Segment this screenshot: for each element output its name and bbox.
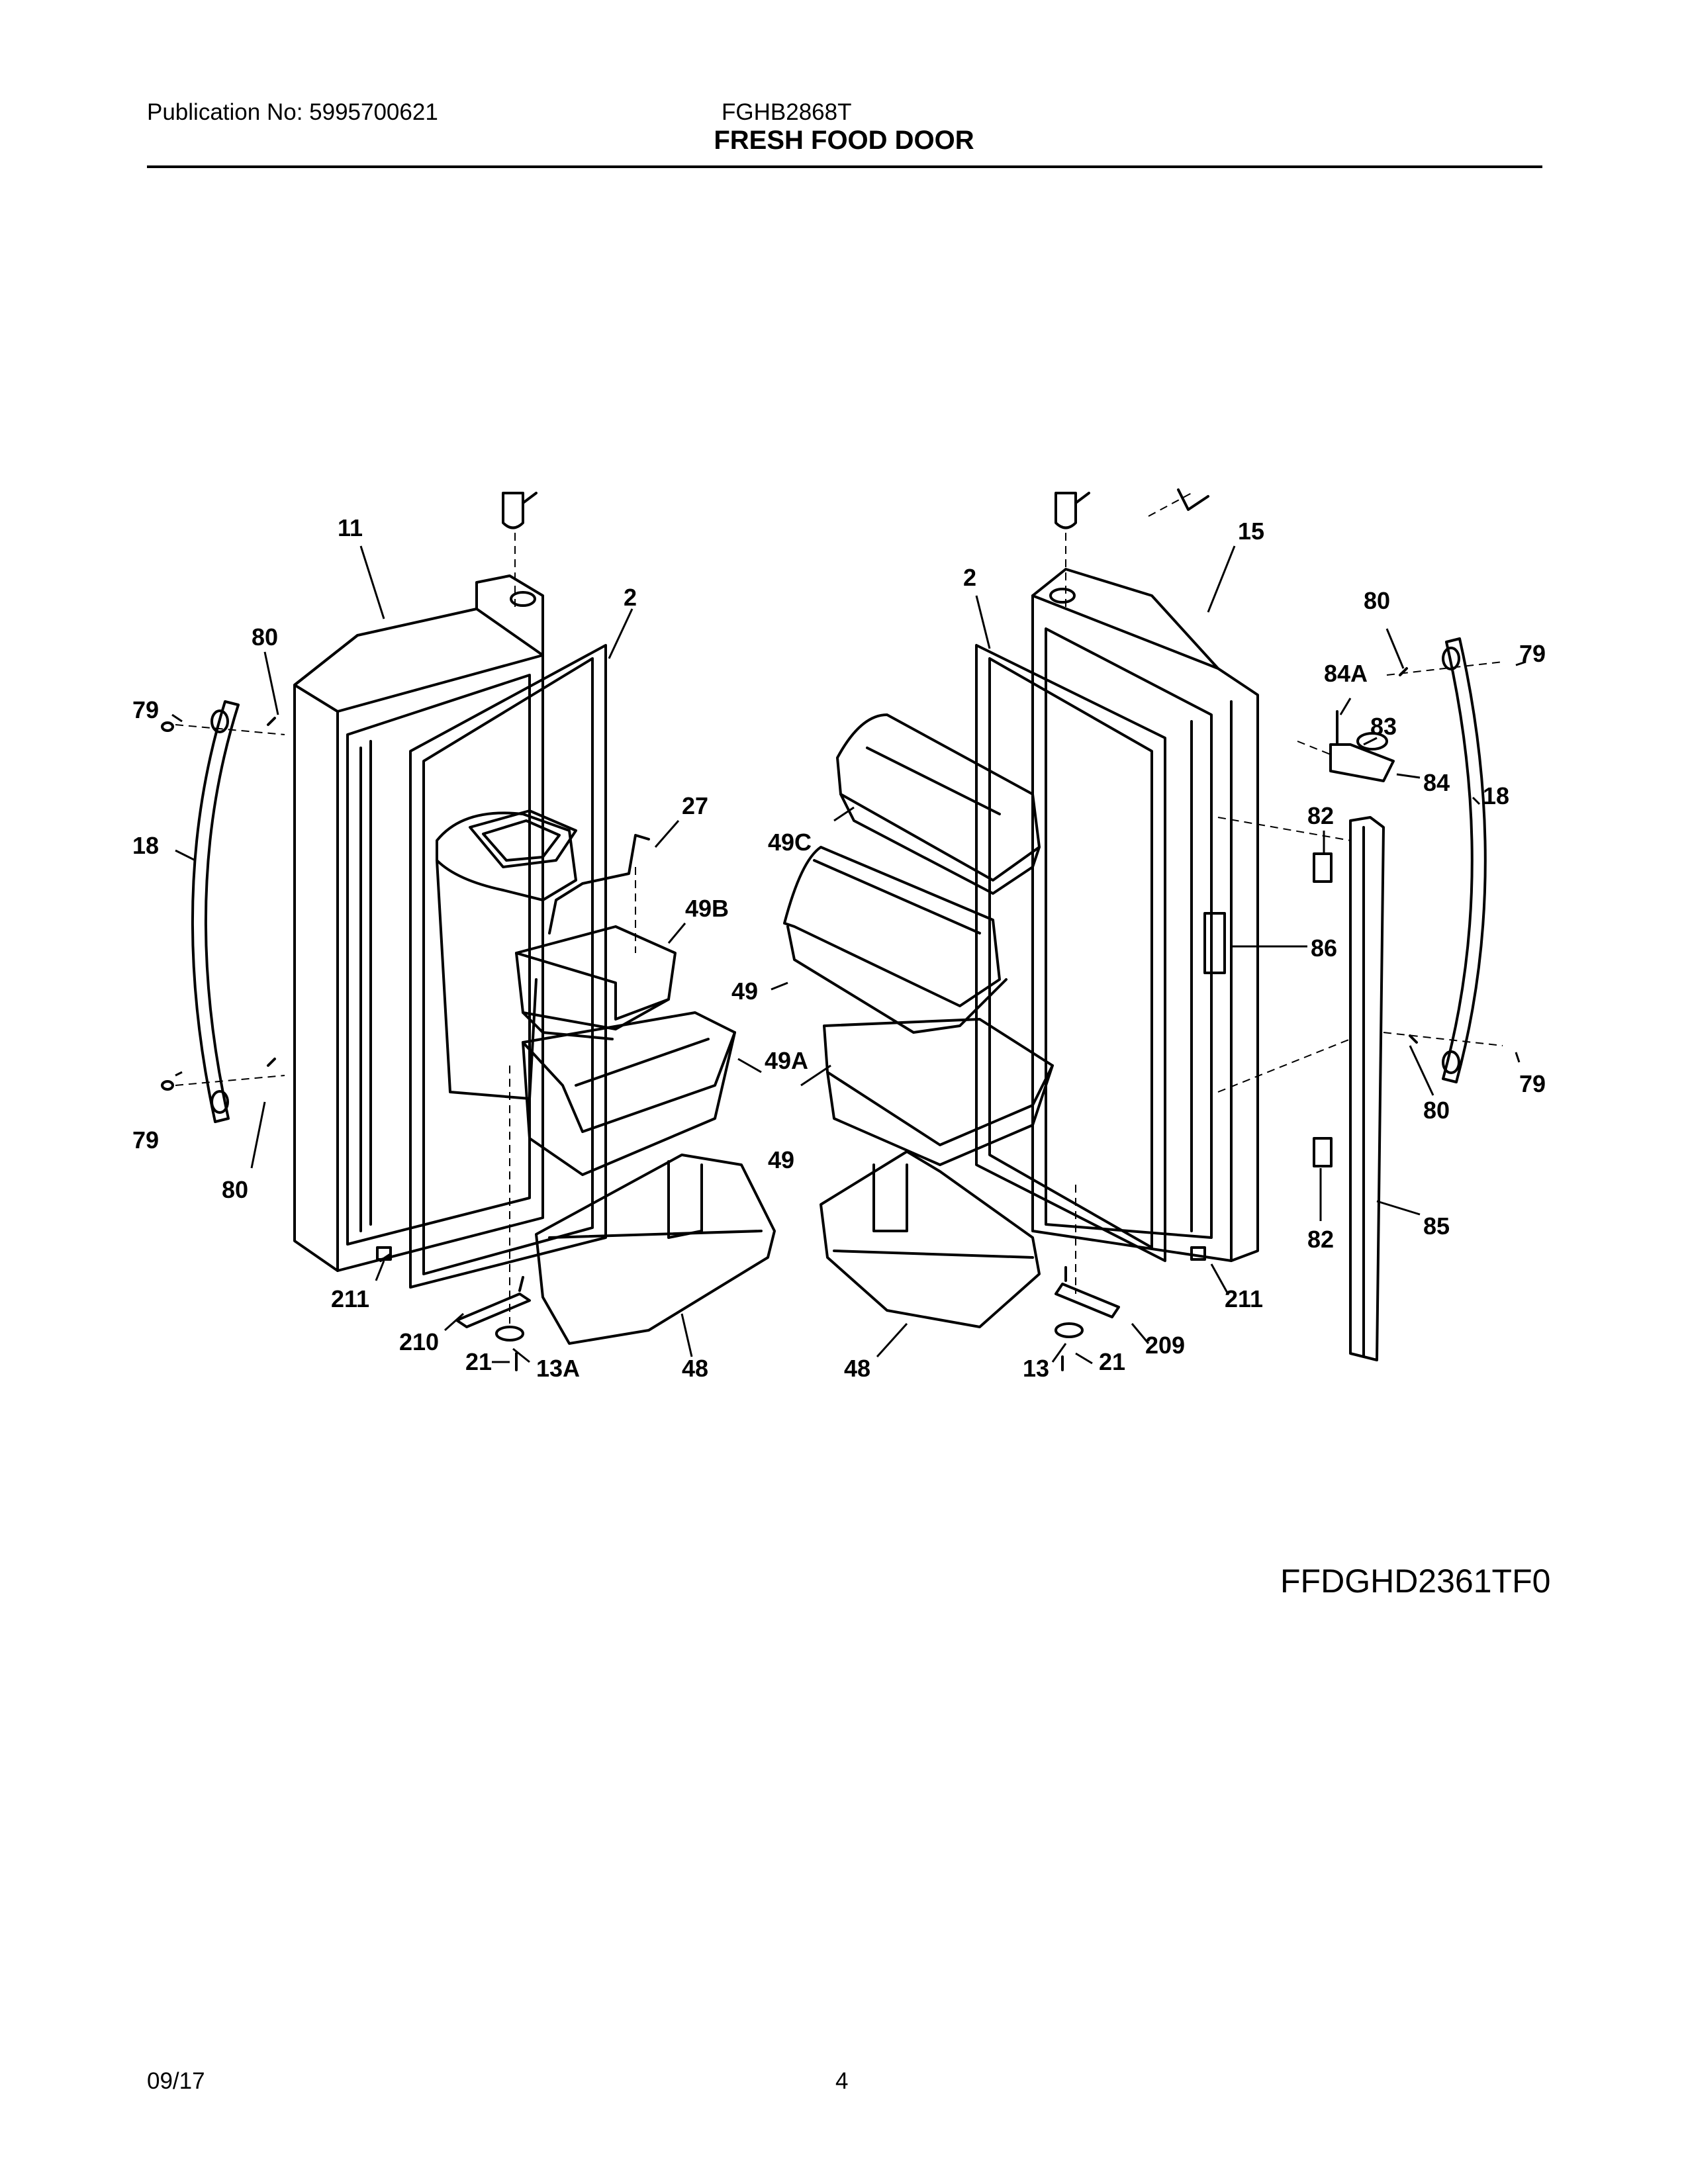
- leader-lines: [171, 545, 1526, 1365]
- callout-80-right-bottom: 80: [1423, 1097, 1450, 1124]
- right-shelf-49c: [836, 713, 1041, 895]
- callout-211-right: 211: [1225, 1285, 1263, 1312]
- right-shelf-48: [820, 1150, 1041, 1328]
- callout-27: 27: [682, 792, 708, 819]
- callout-21-left: 21: [465, 1348, 492, 1375]
- callout-18-right: 18: [1483, 782, 1509, 809]
- callout-84: 84: [1423, 769, 1450, 796]
- callout-11: 11: [338, 514, 363, 541]
- callout-49a: 49A: [765, 1047, 808, 1074]
- callout-209: 209: [1145, 1332, 1185, 1359]
- alignment-lines: [175, 492, 1503, 1324]
- callout-80-left-top: 80: [252, 623, 278, 651]
- left-hinge-bushing: [502, 492, 538, 529]
- callout-labels: 11 2 80 79 18 27 49B 49C 49 49A 49 79 80…: [132, 514, 1546, 1382]
- right-door-gasket: [975, 644, 1166, 1262]
- right-hinge-parts: [1055, 1246, 1206, 1371]
- footer-date: 09/17: [147, 2068, 205, 2094]
- left-handle: [191, 700, 240, 1123]
- callout-79-left-top: 79: [132, 696, 159, 723]
- model-number: FGHB2868T: [722, 99, 852, 125]
- header-divider: [147, 165, 1542, 168]
- left-water-tube: [548, 834, 650, 934]
- callout-49-upper: 49: [731, 978, 758, 1005]
- callout-85: 85: [1423, 1212, 1450, 1240]
- right-shelf-49: [783, 846, 1008, 1034]
- right-door-outer-panel: [1031, 568, 1259, 1262]
- left-small-parts: [161, 717, 276, 1091]
- callout-49c: 49C: [768, 829, 812, 856]
- left-door-outer-panel: [293, 574, 544, 1272]
- callout-13a: 13A: [536, 1355, 580, 1382]
- callout-83: 83: [1370, 713, 1397, 740]
- publication-number: Publication No: 5995700621: [147, 99, 438, 125]
- right-handle: [1442, 637, 1487, 1083]
- page-number: 4: [835, 2068, 849, 2094]
- left-shelf-49b: [515, 925, 677, 1040]
- callout-49-lower: 49: [768, 1146, 794, 1173]
- callout-79-left-bottom: 79: [132, 1126, 159, 1154]
- callout-49b: 49B: [685, 895, 729, 922]
- callout-84a: 84A: [1324, 660, 1368, 687]
- left-door-gasket: [409, 644, 607, 1289]
- left-dispenser-housing: [436, 809, 577, 1100]
- right-door-strip: [1349, 816, 1385, 1361]
- left-hinge-parts: [376, 1246, 531, 1371]
- callout-48-right: 48: [844, 1355, 870, 1382]
- callout-18-left: 18: [132, 832, 159, 859]
- right-shelf-49a: [823, 1018, 1054, 1166]
- left-shelf-48: [535, 1154, 776, 1345]
- diagram-code: FFDGHD2361TF0: [1280, 1563, 1551, 1600]
- page-title: FRESH FOOD DOOR: [714, 126, 974, 155]
- callout-80-left-bottom: 80: [222, 1176, 248, 1203]
- callout-79-right-bottom: 79: [1519, 1070, 1546, 1097]
- callout-13: 13: [1023, 1355, 1049, 1382]
- right-hinge-bushing: [1055, 488, 1209, 529]
- callout-82-top: 82: [1307, 802, 1334, 829]
- callout-15: 15: [1238, 518, 1264, 545]
- callout-80-right-top: 80: [1364, 587, 1390, 614]
- callout-82-bottom: 82: [1307, 1226, 1334, 1253]
- callout-21-right: 21: [1099, 1348, 1125, 1375]
- callout-86: 86: [1311, 934, 1337, 962]
- callout-210: 210: [399, 1328, 439, 1355]
- callout-48-left: 48: [682, 1355, 708, 1382]
- callout-211-left: 211: [331, 1285, 369, 1312]
- callout-79-right-top: 79: [1519, 640, 1546, 667]
- callout-2-left: 2: [624, 584, 637, 611]
- left-shelf-49a: [522, 1011, 736, 1176]
- callout-2-right: 2: [963, 564, 976, 591]
